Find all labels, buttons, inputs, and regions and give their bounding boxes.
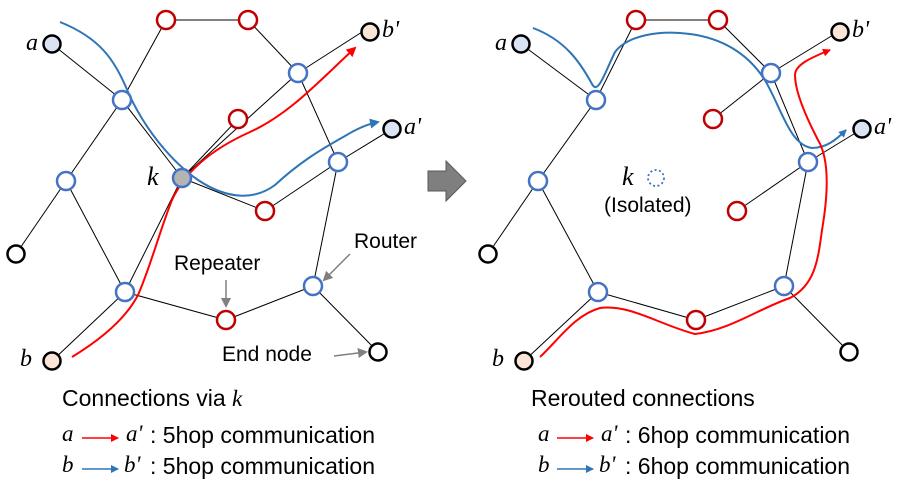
left-caption-line1-from: a [62,421,74,446]
router-node [114,281,136,303]
repeater-label: Repeater [174,252,261,275]
end-node [839,342,859,362]
node-a [42,34,62,54]
router-node [760,62,782,84]
right-network [487,19,863,362]
node-b-prime [830,22,850,42]
router-node [797,151,819,173]
label-a: a [495,30,507,56]
right-caption-title: Rerouted connections [531,385,755,411]
left-caption-line2-text: : 5hop communication [150,453,376,479]
label-k: k [147,162,159,191]
end-node-pointer [333,348,368,358]
repeater-node [237,9,259,31]
right-caption-line2-from: b [538,452,550,477]
node-b [514,351,534,371]
left-path-a [59,21,380,197]
left-caption-title-var: k [232,386,243,411]
left-network [15,19,393,362]
right-caption-line2-text: : 6hop communication [625,453,851,479]
left-path-b [71,46,357,358]
left-nodes [6,9,402,371]
right-path-b [539,48,831,358]
left-caption-line1-text: : 5hop communication [150,422,376,448]
left-caption-title: Connections via k [62,385,242,412]
node-b-prime [360,22,380,42]
right-caption-line1-from: a [538,421,550,446]
right-caption-line1-to: a' [601,421,618,446]
router-node [327,151,349,173]
node-k-isolated [647,169,665,187]
label-b: b [20,346,32,372]
repeater-node [625,9,647,31]
router-node [111,89,133,111]
router-pointer [322,253,351,282]
left-caption-title-text: Connections via [62,385,233,411]
left-caption-line1-to: a' [126,421,143,446]
end-node [478,244,498,264]
right-caption-line2-to: b' [599,452,616,477]
router-node [585,89,607,111]
node-b [42,351,62,371]
router-node [302,275,324,297]
label-b-prime: b' [382,17,400,43]
repeater-node [707,9,729,31]
right-caption-line1-text: : 6hop communication [625,422,851,448]
node-a-prime [382,119,402,139]
router-node [55,170,77,192]
label-k: k [622,162,634,191]
label-a: a [26,30,38,56]
router-node [527,170,549,192]
right-path-a [532,27,847,150]
repeater-node [726,200,748,222]
node-k [171,167,193,189]
left-caption-line2-to: b' [124,452,141,477]
left-caption-line2-from: b [62,452,74,477]
end-node [368,342,388,362]
repeater-node [155,9,177,31]
transition-arrow [427,159,467,203]
node-a [511,34,531,54]
repeater-node [227,108,249,130]
repeater-node [215,309,237,331]
repeater-node [685,309,707,331]
router-label: Router [354,230,418,253]
label-a-prime: a' [874,114,892,140]
router-node [773,275,795,297]
router-node [587,281,609,303]
right-nodes [478,9,872,371]
router-node [287,62,309,84]
end-node [6,244,26,264]
label-b-prime: b' [852,17,870,43]
repeater-node [254,200,276,222]
end-node-label: End node [222,343,312,366]
repeater-node [702,108,724,130]
label-b: b [492,346,504,372]
label-a-prime: a' [404,114,422,140]
node-a-prime [852,119,872,139]
isolated-label: (Isolated) [604,194,692,217]
